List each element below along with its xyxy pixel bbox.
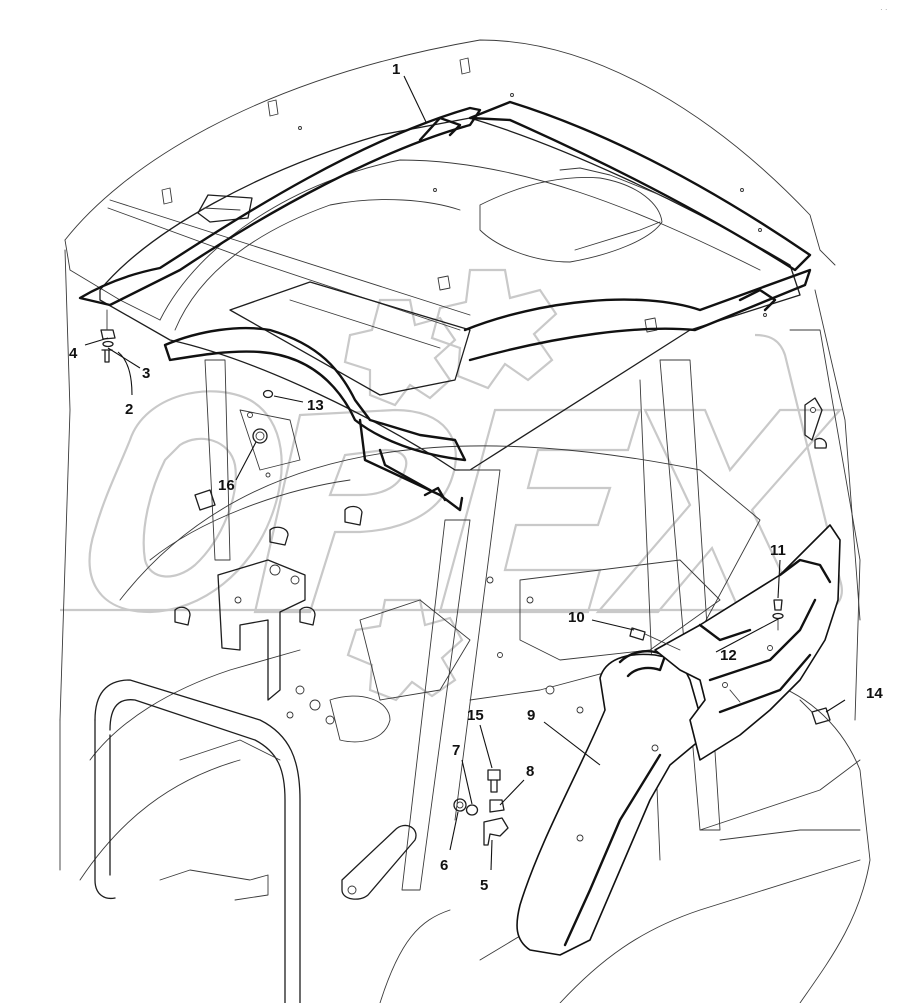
callout-labels: 1 2 3 4 5 6 7 8 9 10 11 12 13 14 15 16: [69, 61, 883, 894]
part-6-bushing: [453, 798, 467, 812]
part-2-screw: [101, 349, 113, 363]
callout-3: 3: [142, 365, 150, 382]
callout-14: 14: [866, 685, 883, 702]
left-door-frame: [94, 679, 301, 1003]
rear-pillar-left: [204, 359, 231, 561]
callout-10: 10: [568, 609, 585, 626]
floor-holes: [286, 576, 584, 725]
floor-bracket: [159, 869, 269, 901]
callout-2: 2: [125, 401, 133, 418]
rear-pillar-right: [789, 329, 861, 721]
headliner-recess: [229, 281, 471, 396]
corner-mark: · ·: [880, 5, 888, 14]
callout-12: 12: [720, 647, 737, 664]
part-13-cap: [262, 389, 274, 399]
callout-9: 9: [527, 707, 535, 724]
part-16-grommet: [252, 428, 268, 444]
part-5-bracket: [483, 817, 509, 846]
part-15-bolt: [487, 769, 501, 793]
part-10-screw: [629, 627, 681, 651]
part-7-spacer: [465, 804, 479, 816]
callout-16: 16: [218, 477, 235, 494]
watermark-letter-e: [438, 408, 642, 614]
callout-6: 6: [440, 857, 448, 874]
callout-4: 4: [69, 345, 78, 362]
callout-11: 11: [770, 542, 786, 559]
callout-15: 15: [467, 707, 484, 724]
roof-vent-recess: [479, 177, 663, 263]
watermark-letter-o: [88, 390, 283, 614]
cab-floor: [119, 445, 761, 701]
watermark-gear-center: [430, 268, 558, 390]
part-1-roof-trim-rail: [78, 106, 482, 307]
roof-pins: [161, 57, 767, 333]
leader-lines: [84, 75, 846, 871]
callout-5: 5: [480, 877, 488, 894]
part-14-clip: [811, 707, 831, 725]
watermark-gear-left: [343, 298, 457, 407]
part-3-washer: [102, 340, 114, 348]
highlighted-parts: [78, 100, 841, 956]
part-9-side-trim-panel: [516, 653, 701, 956]
watermark-gear-bottom: [346, 598, 464, 702]
callout-7: 7: [452, 742, 460, 759]
door-handle: [341, 824, 417, 900]
callout-1: 1: [392, 61, 400, 78]
part-front-header-trim: [163, 326, 467, 462]
rear-wall-bracket: [217, 559, 306, 701]
dome-light: [197, 194, 253, 223]
roof-liner-panel: [99, 117, 801, 471]
callout-8: 8: [526, 763, 534, 780]
part-8-nut: [489, 799, 505, 813]
part-12-pillar-trim: [654, 524, 841, 761]
cab-structure: [59, 39, 871, 1003]
fasteners: [100, 309, 784, 846]
watermark-letter-p: [253, 408, 457, 614]
callout-13: 13: [307, 397, 324, 414]
roof-outer-shell: [64, 39, 836, 266]
front-pillar-left: [401, 519, 471, 891]
part-4-nut: [100, 329, 116, 340]
